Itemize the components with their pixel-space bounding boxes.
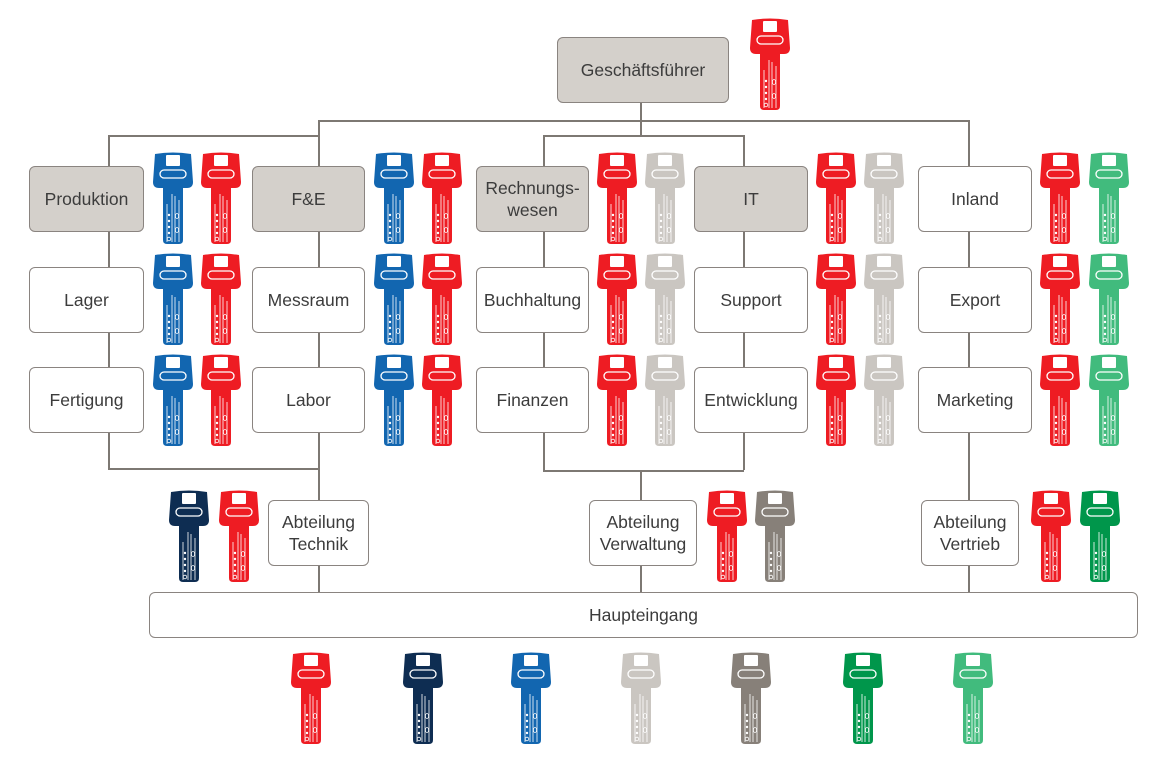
key-icon-red xyxy=(816,253,856,345)
connector-line xyxy=(108,468,319,470)
box-produktion: Produktion xyxy=(29,166,144,232)
key-icon-lightgreen xyxy=(953,652,993,744)
box-rechnungswesen: Rechnungs- wesen xyxy=(476,166,589,232)
connector-line xyxy=(108,135,319,137)
key-icon-red xyxy=(422,354,462,446)
box-support: Support xyxy=(694,267,808,333)
key-icon-red xyxy=(816,152,856,244)
box-abteilung-technik: Abteilung Technik xyxy=(268,500,369,566)
box-it: IT xyxy=(694,166,808,232)
key-icon-red xyxy=(201,354,241,446)
box-fertigung: Fertigung xyxy=(29,367,144,433)
key-icon-red xyxy=(201,253,241,345)
box-inland: Inland xyxy=(918,166,1032,232)
key-icon-lightgray xyxy=(864,152,904,244)
key-icon-lightgray xyxy=(621,652,661,744)
box-marketing: Marketing xyxy=(918,367,1032,433)
key-icon-red xyxy=(291,652,331,744)
key-icon-red xyxy=(1040,253,1080,345)
key-icon-red xyxy=(219,490,259,582)
box-export: Export xyxy=(918,267,1032,333)
key-icon-lightgray xyxy=(645,253,685,345)
connector-line xyxy=(318,120,320,592)
box-labor: Labor xyxy=(252,367,365,433)
key-icon-green xyxy=(843,652,883,744)
key-icon-blue xyxy=(153,253,193,345)
key-icon-green xyxy=(1080,490,1120,582)
key-icon-red xyxy=(597,354,637,446)
key-icon-blue xyxy=(153,354,193,446)
key-icon-lightgray xyxy=(864,354,904,446)
key-icon-darkgray xyxy=(731,652,771,744)
connector-line xyxy=(640,120,642,135)
key-icon-red xyxy=(1040,152,1080,244)
box-buchhaltung: Buchhaltung xyxy=(476,267,589,333)
key-icon-blue xyxy=(511,652,551,744)
key-icon-lightgreen xyxy=(1089,253,1129,345)
key-icon-lightgray xyxy=(864,253,904,345)
key-icon-red xyxy=(1031,490,1071,582)
connector-line xyxy=(543,135,744,137)
box-fe: F&E xyxy=(252,166,365,232)
key-icon-red xyxy=(597,253,637,345)
box-abteilung-verwaltung: Abteilung Verwaltung xyxy=(589,500,697,566)
key-icon-blue xyxy=(374,152,414,244)
connector-line xyxy=(318,120,969,122)
key-icon-darkgray xyxy=(755,490,795,582)
connector-line xyxy=(968,120,970,592)
key-icon-lightgray xyxy=(645,354,685,446)
key-icon-red xyxy=(750,18,790,110)
key-icon-blue xyxy=(153,152,193,244)
box-messraum: Messraum xyxy=(252,267,365,333)
box-geschaeftsfuehrer: Geschäftsführer xyxy=(557,37,729,103)
key-icon-lightgreen xyxy=(1089,152,1129,244)
key-icon-red xyxy=(201,152,241,244)
connector-line xyxy=(640,102,642,120)
key-icon-red xyxy=(597,152,637,244)
key-icon-red xyxy=(422,253,462,345)
connector-line xyxy=(543,470,744,472)
key-icon-navy xyxy=(169,490,209,582)
box-finanzen: Finanzen xyxy=(476,367,589,433)
box-entwicklung: Entwicklung xyxy=(694,367,808,433)
box-lager: Lager xyxy=(29,267,144,333)
key-icon-red xyxy=(816,354,856,446)
key-icon-blue xyxy=(374,253,414,345)
key-icon-lightgray xyxy=(645,152,685,244)
key-icon-red xyxy=(707,490,747,582)
key-icon-navy xyxy=(403,652,443,744)
box-haupteingang: Haupteingang xyxy=(149,592,1138,638)
key-icon-red xyxy=(422,152,462,244)
key-icon-blue xyxy=(374,354,414,446)
key-icon-lightgreen xyxy=(1089,354,1129,446)
box-abteilung-vertrieb: Abteilung Vertrieb xyxy=(921,500,1019,566)
key-icon-red xyxy=(1040,354,1080,446)
